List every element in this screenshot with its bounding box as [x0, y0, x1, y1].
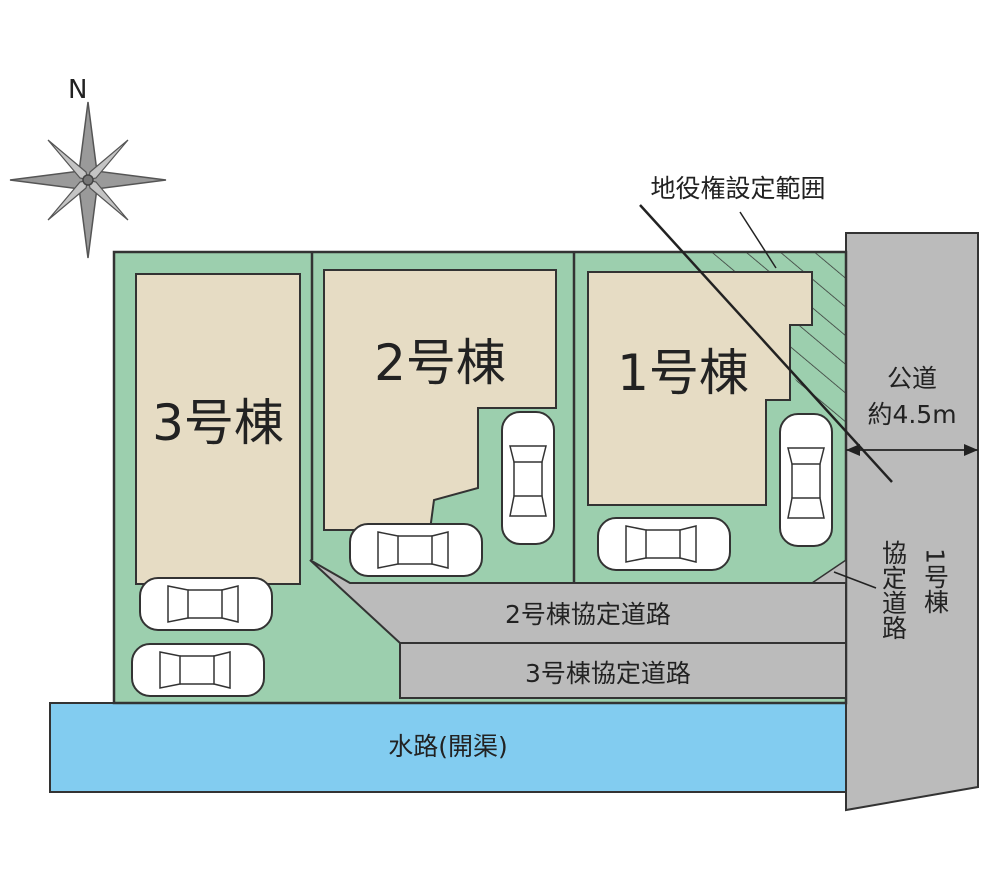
car-icon: [131, 643, 265, 697]
road-3-label: 3号棟協定道路: [525, 659, 691, 688]
water-channel: [49, 702, 847, 793]
road-1-label-vertical: 協定道路: [879, 540, 908, 640]
water-channel-label: 水路(開渠): [388, 732, 508, 761]
public-road: [845, 232, 979, 812]
easement-leader-line: [739, 211, 777, 269]
dimension-arrow-right-icon: [964, 444, 978, 456]
compass-north-label: N: [68, 75, 87, 105]
public-road-width-label: 約4.5m: [867, 400, 956, 429]
car-icon: [349, 523, 483, 577]
car-icon: [501, 411, 555, 545]
building-3-label: 3号棟: [152, 394, 284, 452]
car-icon: [597, 517, 731, 571]
building-1-label: 1号棟: [617, 344, 749, 402]
building-3: [135, 273, 301, 585]
easement-label: 地役権設定範囲: [650, 174, 825, 203]
road-2: [309, 559, 847, 644]
public-road-label: 公道: [887, 364, 937, 393]
car-icon: [139, 577, 273, 631]
road-3: [399, 642, 847, 699]
easement-boundary-line: [639, 204, 893, 483]
dimension-arrow-left-icon: [846, 444, 860, 456]
road-2-label: 2号棟協定道路: [505, 600, 671, 629]
road-1-building-label-vertical: 1号棟: [921, 548, 950, 614]
compass-rose: [9, 101, 167, 259]
building-2-label: 2号棟: [374, 334, 506, 392]
building-1: [587, 271, 813, 506]
road-1-leader-line: [833, 571, 877, 589]
car-icon: [779, 413, 833, 547]
